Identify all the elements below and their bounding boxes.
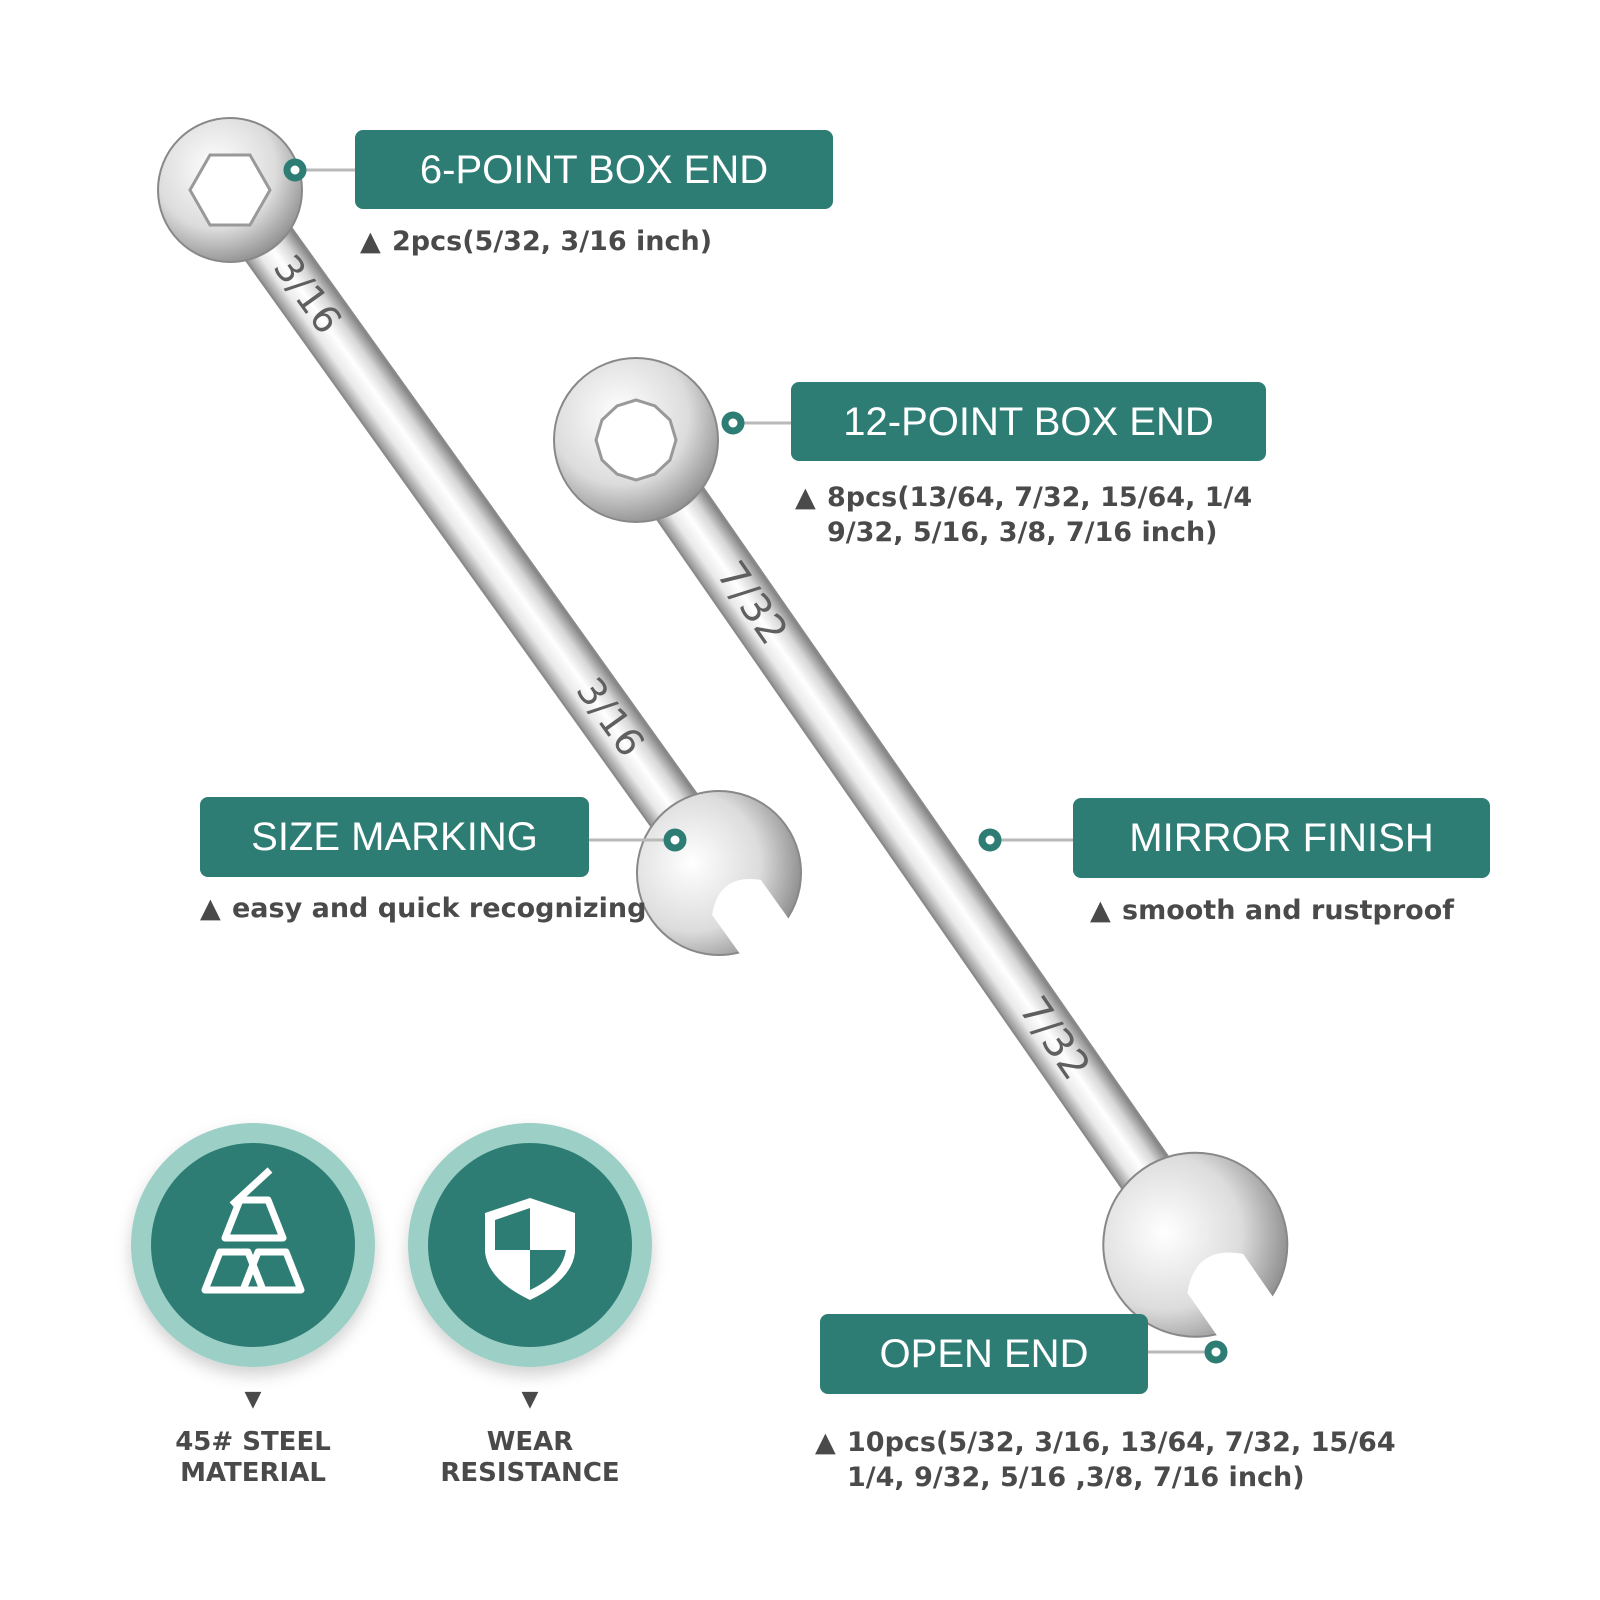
triangle-up-icon: ▲ — [795, 482, 816, 513]
six-point-note: ▲2pcs(5/32, 3/16 inch) — [360, 226, 713, 257]
feature-steel-caption: ▼ 45# STEEL MATERIAL — [123, 1385, 383, 1489]
triangle-down-icon: ▼ — [521, 1387, 539, 1412]
open-end-note: ▲10pcs(5/32, 3/16, 13/64, 7/32, 15/64 1/… — [815, 1427, 1396, 1493]
mirror-finish-note: ▲smooth and rustproof — [1090, 895, 1455, 926]
small-wrench-box-end — [157, 117, 303, 263]
callout-dots — [283, 158, 1228, 1364]
twelve-point-note: ▲8pcs(13/64, 7/32, 15/64, 1/4 9/32, 5/16… — [795, 482, 1253, 548]
twelve-point-box-end-label: 12-POINT BOX END — [791, 382, 1266, 461]
triangle-up-icon: ▲ — [1090, 895, 1111, 926]
dot-mirror-finish — [978, 828, 1002, 852]
size-marking-label: SIZE MARKING — [200, 797, 589, 877]
feature-wear-caption: ▼ WEAR RESISTANCE — [400, 1385, 660, 1489]
dot-open-end — [1204, 1340, 1228, 1364]
mirror-finish-label: MIRROR FINISH — [1073, 798, 1490, 878]
feature-badge-shield — [408, 1123, 652, 1367]
open-end-label: OPEN END — [820, 1314, 1148, 1394]
dot-size-marking — [663, 828, 687, 852]
dot-twelve-point — [721, 411, 745, 435]
size-marking-note: ▲easy and quick recognizing — [200, 893, 647, 924]
large-wrench-open-end — [1102, 1151, 1289, 1355]
feature-badge-steel — [131, 1123, 375, 1367]
small-wrench: 3/16 3/16 — [157, 117, 802, 972]
dot-six-point — [283, 158, 307, 182]
triangle-up-icon: ▲ — [815, 1427, 836, 1458]
triangle-down-icon: ▼ — [244, 1387, 262, 1412]
large-wrench-box-end — [553, 357, 719, 523]
shield-icon — [485, 1198, 575, 1300]
six-point-box-end-label: 6-POINT BOX END — [355, 130, 833, 209]
twelve-point-opening — [594, 398, 678, 482]
steel-bars-icon — [201, 1167, 305, 1294]
triangle-up-icon: ▲ — [200, 893, 221, 924]
hex-opening — [188, 153, 272, 227]
triangle-up-icon: ▲ — [360, 226, 381, 257]
large-wrench: 7/32 7/32 — [553, 357, 1289, 1355]
